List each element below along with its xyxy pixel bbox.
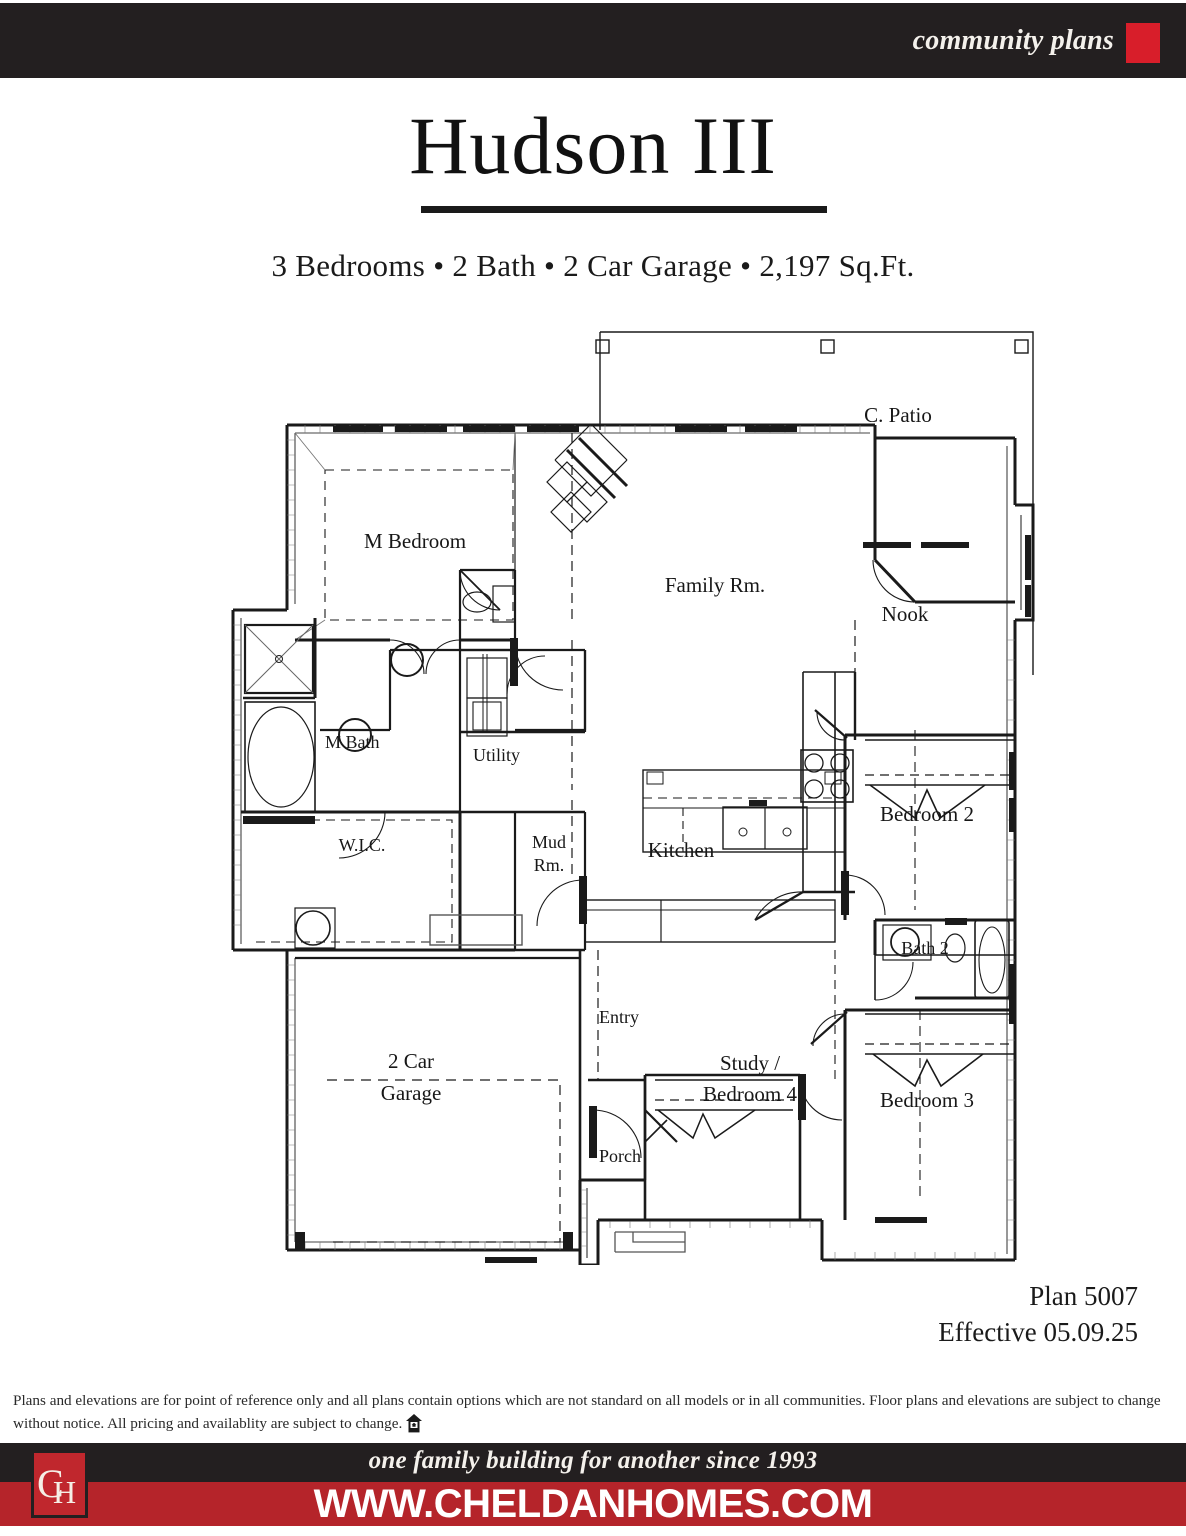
equal-housing-opportunity-icon [405,1413,423,1441]
room-label-utility: Utility [473,745,520,765]
room-label-c-patio: C. Patio [864,403,932,427]
plan-meta-block: Plan 5007 Effective 05.09.25 [938,1278,1138,1351]
room-label-bedroom-2: Bedroom 2 [880,802,974,826]
room-label-study-line1: Study / [720,1051,780,1075]
study-bedroom-4-room [643,1073,843,1222]
brand-red-swatch [1126,23,1160,63]
mud-room [460,810,587,952]
bath-2-room [874,918,1015,1001]
community-plans-label: community plans [912,24,1114,56]
room-label-porch: Porch [599,1146,641,1166]
m-bath-room [243,570,462,859]
room-label-entry: Entry [599,1007,639,1027]
legal-disclaimer: Plans and elevations are for point of re… [13,1390,1175,1441]
footer-red-band [0,1482,1186,1526]
cheldan-homes-logo[interactable]: C H [31,1450,88,1518]
ch-monogram-icon: C H [37,1461,76,1510]
room-label-garage-line2: Garage [381,1081,442,1105]
room-label-kitchen: Kitchen [648,838,715,862]
floor-plan-drawing: C. Patio M Bedroom Family Rm. Nook M Bat… [215,320,1045,1265]
nook-room [854,438,1035,740]
footer-tagline: one family building for another since 19… [368,1447,818,1474]
room-label-family-rm: Family Rm. [665,573,765,597]
water-closet [459,568,517,652]
kitchen-room [584,671,857,943]
room-label-study-line2: Bedroom 4 [703,1082,797,1106]
top-header-bar: community plans [0,3,1186,78]
room-label-garage-line1: 2 Car [388,1049,434,1073]
room-label-m-bedroom: M Bedroom [364,529,466,553]
room-label-m-bath: M Bath [325,732,380,752]
plan-number: Plan 5007 [1029,1281,1138,1311]
windows [333,426,1031,1263]
fireplace [546,423,629,533]
room-label-mud-rm-line2: Rm. [534,855,565,875]
room-label-nook: Nook [882,602,929,626]
utility-room [458,648,587,812]
room-label-wic: W.I.C. [339,835,386,855]
svg-text:H: H [53,1474,76,1510]
svg-text:C: C [37,1461,64,1506]
disclaimer-text: Plans and elevations are for point of re… [13,1392,1161,1432]
bedroom-3-room [810,1008,1015,1220]
porch-area [578,1178,686,1265]
wic-room [241,810,515,952]
plan-specs-subtitle: 3 Bedrooms • 2 Bath • 2 Car Garage • 2,1… [271,248,915,283]
room-label-mud-rm-line1: Mud [532,832,566,852]
floor-plan-svg: C. Patio M Bedroom Family Rm. Nook M Bat… [231,331,1035,1265]
page-title: Hudson III [409,100,777,191]
plan-effective-date: Effective 05.09.25 [938,1317,1138,1348]
title-underline-rule [421,206,827,213]
room-label-bath-2: Bath 2 [901,938,949,958]
garage-room [294,907,582,1250]
covered-patio-outline [595,331,1034,675]
m-bedroom-room [294,432,564,691]
footer-website-url[interactable]: WWW.CHELDANHOMES.COM [313,1482,873,1526]
room-label-bedroom-3: Bedroom 3 [880,1088,974,1112]
